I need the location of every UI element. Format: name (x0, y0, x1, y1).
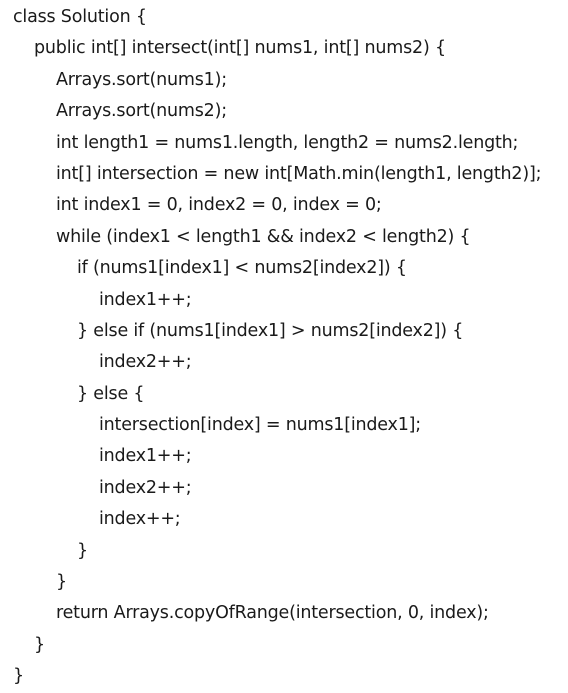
code-line: int index1 = 0, index2 = 0, index = 0; (56, 195, 382, 216)
code-line: } (77, 540, 88, 561)
code-line: index2++; (99, 352, 192, 373)
code-line: } else if (nums1[index1] > nums2[index2]… (77, 320, 464, 341)
code-line: index1++; (99, 289, 192, 310)
code-block: class Solution { public int[] intersect(… (13, 2, 565, 693)
code-line: public int[] intersect(int[] nums1, int[… (34, 38, 446, 59)
code-line: } (56, 572, 67, 593)
code-line: int[] intersection = new int[Math.min(le… (56, 163, 542, 184)
code-line: class Solution { (13, 7, 147, 27)
code-line: Arrays.sort(nums1); (56, 69, 227, 90)
code-line: } (34, 634, 45, 655)
code-line: while (index1 < length1 && index2 < leng… (56, 226, 471, 247)
code-line: index1++; (99, 446, 192, 467)
code-line: if (nums1[index1] < nums2[index2]) { (77, 258, 407, 279)
code-line: index2++; (99, 477, 192, 498)
code-line: intersection[index] = nums1[index1]; (99, 415, 421, 436)
code-line: Arrays.sort(nums2); (56, 101, 227, 122)
code-line: return Arrays.copyOfRange(intersection, … (56, 603, 489, 624)
code-line: index++; (99, 509, 181, 530)
code-line: int length1 = nums1.length, length2 = nu… (56, 132, 519, 153)
code-line: } else { (77, 383, 145, 404)
code-line: } (13, 666, 24, 687)
